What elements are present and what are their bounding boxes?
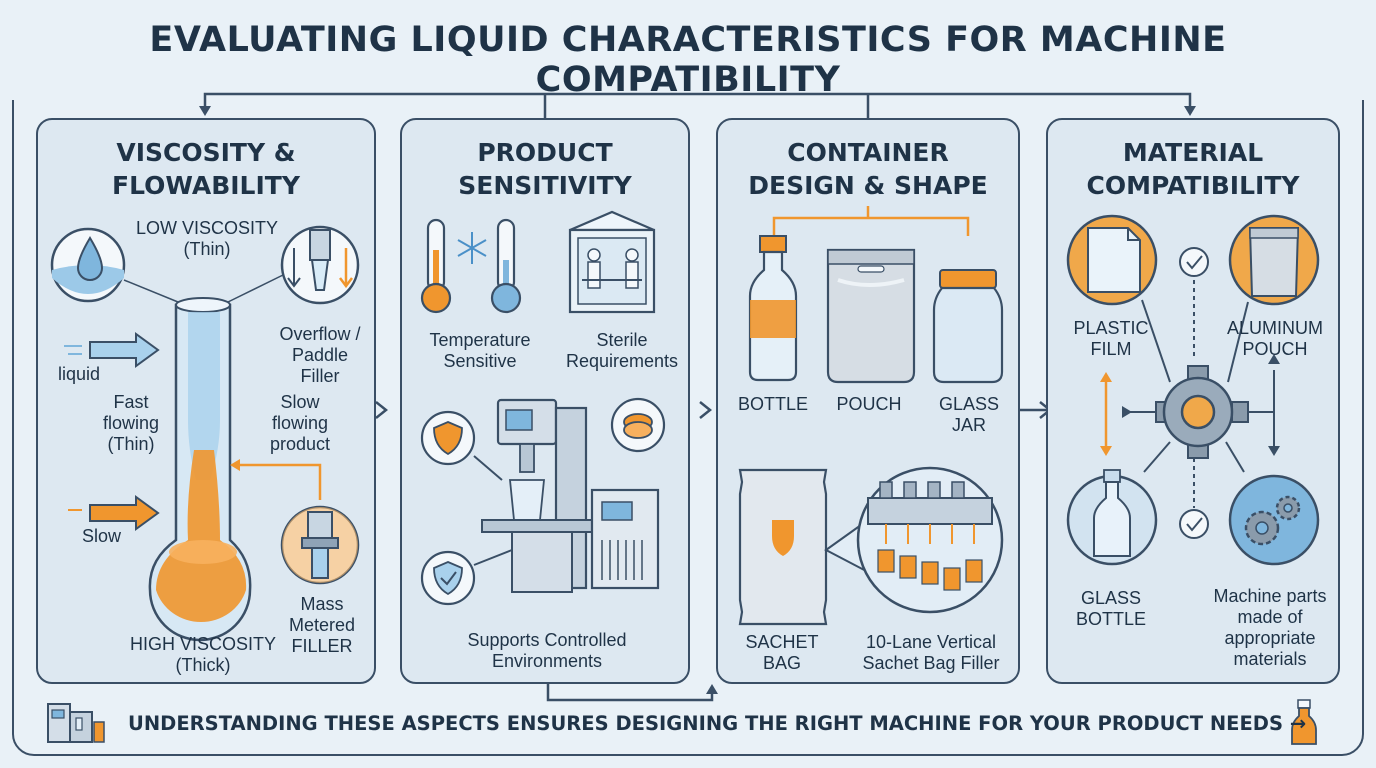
- gear-icon: [1155, 365, 1249, 459]
- slow-label: Slow: [82, 526, 122, 546]
- shield-icon: [420, 410, 476, 466]
- sterile-label: Sterile Requirements: [565, 330, 679, 371]
- glass-bottle-icon: [1066, 469, 1158, 566]
- fast-arrow-icon: [64, 332, 160, 368]
- machine-parts-label: Machine parts made of appropriate materi…: [1213, 586, 1327, 669]
- sterile-room-icon: [568, 210, 656, 314]
- plastic-film-label: PLASTIC FILM: [1073, 318, 1149, 359]
- pouch-label: POUCH: [836, 394, 902, 414]
- slow-arrow-icon: [68, 495, 160, 531]
- sachet-label: SACHET BAG: [745, 632, 819, 673]
- container-illustration: [738, 206, 1004, 626]
- liquid-label: liquid: [58, 364, 101, 384]
- overflow-filler-icon: [280, 225, 360, 305]
- chevron-right-icon: [699, 401, 713, 419]
- viscosity-tube: [123, 274, 284, 642]
- filling-machine: [481, 398, 660, 593]
- check-shield-icon: [420, 550, 476, 606]
- mass-filler-icon: [280, 505, 360, 585]
- viscosity-illustration: [50, 225, 360, 642]
- bottle-icon: [748, 235, 798, 382]
- mass-metered-label: Mass Metered FILLER: [288, 594, 356, 656]
- sensitivity-illustration: [420, 210, 666, 606]
- check-icon: [1179, 509, 1209, 539]
- seal-ring-icon: [610, 397, 666, 453]
- aluminum-pouch-icon: [1228, 214, 1320, 306]
- jar-icon: [932, 269, 1004, 384]
- glass-jar-label: GLASS JAR: [938, 394, 1000, 435]
- bottle-label: BOTTLE: [737, 394, 808, 414]
- panel-title: PRODUCT SENSITIVITY: [458, 138, 632, 200]
- sachet-icon: [738, 468, 828, 626]
- fast-flowing-label: Fast flowing (Thin): [102, 392, 160, 454]
- slow-flowing-label: Slow flowing product: [269, 392, 331, 454]
- temperature-label: Temperature Sensitive: [429, 330, 531, 371]
- footer-statement: UNDERSTANDING THESE ASPECTS ENSURES DESI…: [128, 712, 1307, 735]
- low-viscosity-label: LOW VISCOSITY (Thin): [135, 218, 279, 259]
- plastic-film-icon: [1066, 214, 1158, 306]
- chevron-right-icon: [375, 401, 389, 419]
- slow-flow-arrow: [238, 463, 322, 500]
- sachet-filler-callout: [824, 466, 1004, 614]
- panel-title: CONTAINER DESIGN & SHAPE: [748, 138, 988, 200]
- glass-bottle-label: GLASS BOTTLE: [1075, 588, 1146, 629]
- pouch-icon: [826, 248, 916, 384]
- high-viscosity-label: HIGH VISCOSITY (Thick): [129, 634, 277, 675]
- panel-viscosity: VISCOSITY & FLOWABILITY: [36, 118, 376, 684]
- panel-container: CONTAINER DESIGN & SHAPE: [716, 118, 1020, 684]
- material-illustration: [1066, 214, 1320, 566]
- controlled-env-label: Supports Controlled Environments: [467, 630, 627, 671]
- check-icon: [1179, 247, 1209, 277]
- panel-sensitivity: PRODUCT SENSITIVITY: [400, 118, 690, 684]
- thermometer-icon: [420, 218, 522, 314]
- droplet-icon: [50, 227, 126, 303]
- overflow-filler-label: Overflow / Paddle Filler: [279, 324, 361, 386]
- machine-parts-icon: [1228, 474, 1320, 566]
- panel-title: VISCOSITY & FLOWABILITY: [112, 138, 300, 200]
- panel-material: MATERIAL COMPATIBILITY: [1046, 118, 1340, 684]
- snowflake-icon: [457, 232, 487, 264]
- aluminum-pouch-label: ALUMINUM POUCH: [1226, 318, 1323, 359]
- panel-title: MATERIAL COMPATIBILITY: [1086, 138, 1300, 200]
- sachet-filler-label: 10-Lane Vertical Sachet Bag Filler: [862, 632, 1000, 673]
